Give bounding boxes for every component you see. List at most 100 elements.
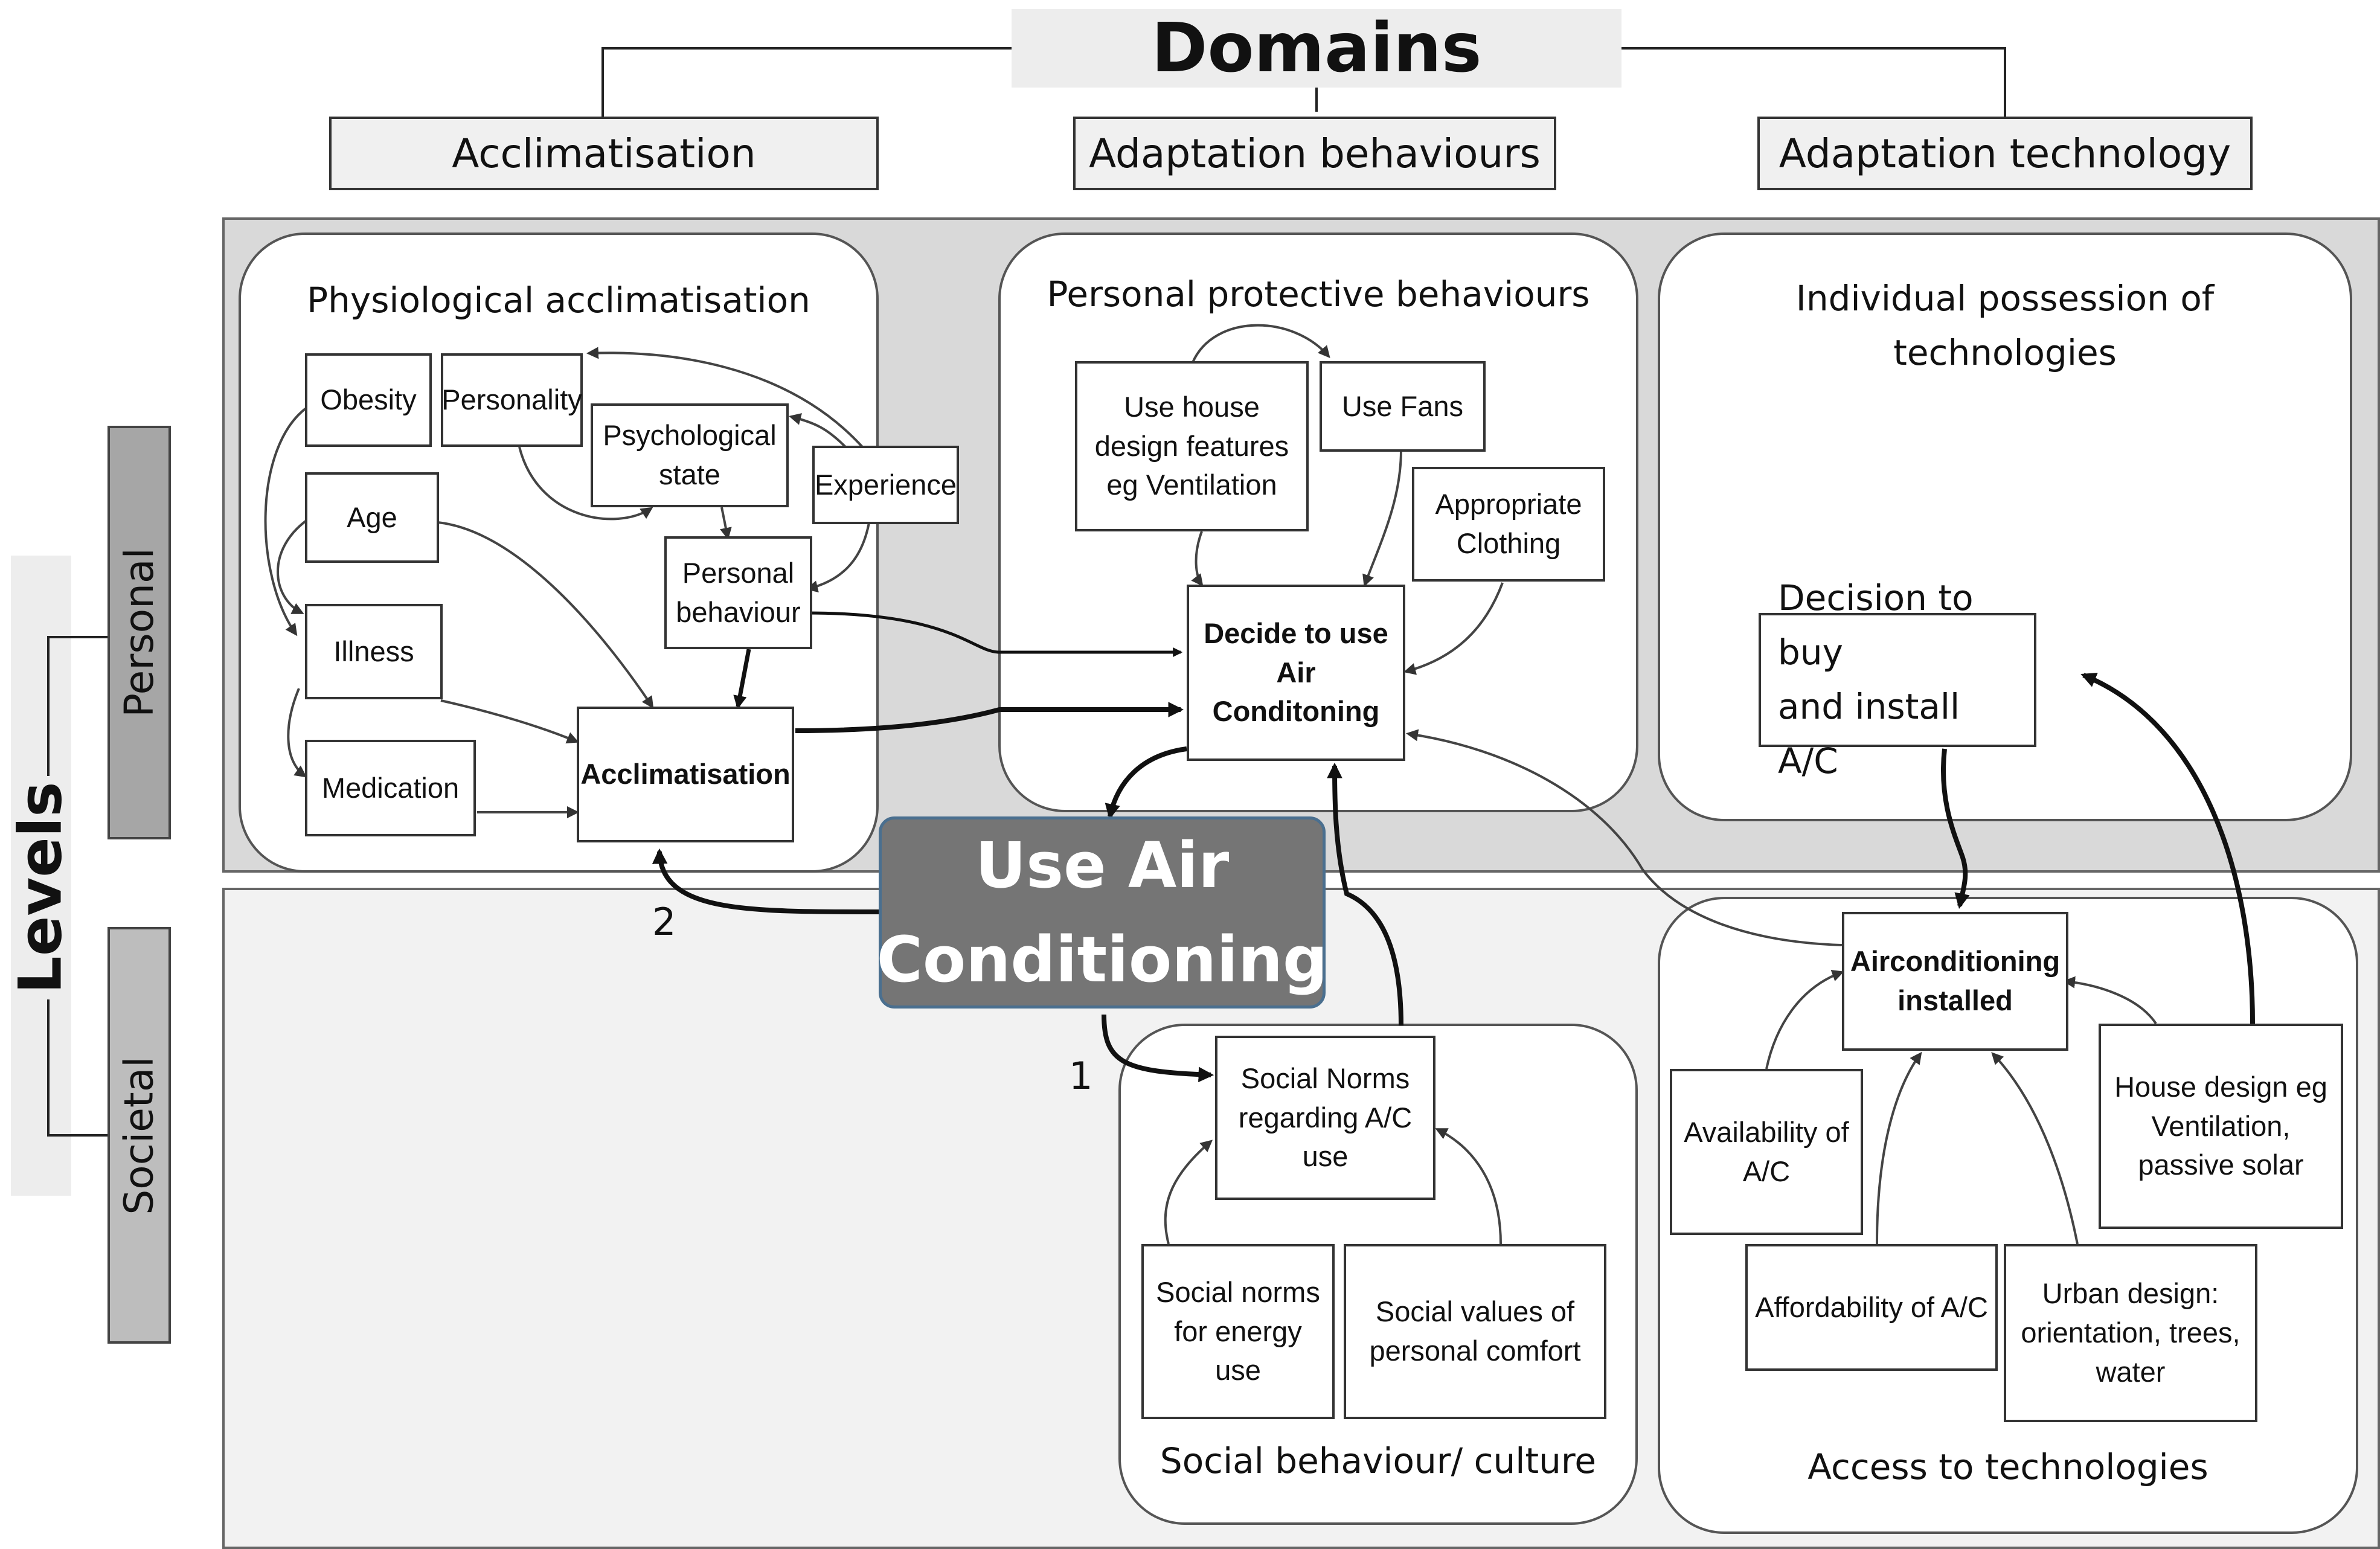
arrow-installed-decide (1406, 729, 1843, 946)
node-experience-label: Experience (814, 468, 957, 501)
node-medication-label: Medication (321, 771, 460, 804)
arrow-obesity-illness (264, 406, 308, 637)
domains-title: Domains (1151, 9, 1482, 88)
arrow-experience-personalbeh (806, 519, 871, 592)
arrow-age-acclim (437, 521, 654, 709)
node-age-label: Age (347, 501, 397, 533)
arrow-illness-acclim (440, 699, 579, 744)
physiological-thick-arrows (733, 649, 751, 710)
levels-bracket-bottom (47, 999, 107, 1137)
arrow-house-decide (1191, 531, 1204, 587)
levels-bracket (47, 636, 107, 1137)
arrow-personalbeh-acclim (733, 649, 751, 710)
node-acclimatisation-label: Acclimatisation (580, 758, 791, 791)
arrow-availability-installed (1765, 969, 1844, 1070)
node-affordability-ac-label: Affordability of A/C (1755, 1291, 1988, 1323)
arrow-normsenergy-norms (1164, 1140, 1213, 1245)
node-illness-label: Illness (333, 635, 414, 667)
node-use-fans-label: Use Fans (1341, 390, 1464, 422)
node-personality: Personality (441, 353, 583, 447)
node-use-fans: Use Fans (1320, 361, 1486, 452)
arrow-values-norms (1435, 1128, 1502, 1245)
panel-social-title: Social behaviour/ culture (1160, 1440, 1597, 1481)
arrow-norms-decide (1327, 762, 1403, 1026)
access-thin-arrows (1406, 729, 2157, 1245)
social-thin-arrows (1164, 1128, 1502, 1245)
societal-level-tab: Societal (107, 927, 171, 1344)
levels-backdrop (11, 556, 71, 1196)
personal-level-tab: Personal (107, 426, 171, 839)
arrow-psych-personalbeh (720, 507, 732, 540)
arrow-use-ac-norms (1102, 1014, 1214, 1083)
path-label-2: 2 (652, 900, 676, 944)
panel-possession-title-line1: Individual possession of (1795, 278, 2215, 319)
panel-protective-title: Personal protective behaviours (1047, 274, 1590, 315)
arrow-houseeg-installed (2063, 976, 2157, 1025)
arrow-acclim-decide (795, 702, 1184, 733)
node-medication: Medication (305, 740, 476, 836)
arrow-personality-psych (518, 446, 653, 521)
domain-acclimatisation-label: Acclimatisation (452, 130, 756, 177)
node-personality-label: Personality (441, 383, 582, 416)
levels-bracket-top (47, 636, 107, 776)
arrow-experience-psych (789, 413, 847, 448)
domain-acclimatisation: Acclimatisation (329, 117, 879, 190)
cross-panel-arrows (806, 611, 1183, 658)
arrow-experience-personality (586, 347, 864, 448)
bracket-right (1621, 47, 2006, 117)
physiological-thin-arrows (264, 347, 871, 818)
node-age: Age (305, 472, 439, 563)
node-acclimatisation: Acclimatisation (577, 707, 794, 842)
arrow-affordability-installed (1876, 1051, 1922, 1245)
domain-behaviours-label: Adaptation behaviours (1089, 130, 1541, 177)
domain-technology-label: Adaptation technology (1779, 130, 2231, 177)
arrow-illness-medication (287, 688, 307, 778)
panel-possession-title: Individual possession of technologies (1658, 272, 2352, 380)
arrow-clothing-decide (1403, 582, 1504, 675)
domains-title-box: Domains (1012, 9, 1621, 88)
domain-behaviours: Adaptation behaviours (1073, 117, 1556, 190)
bracket-left (601, 47, 1012, 117)
arrow-use-ac-acclim (652, 848, 879, 914)
node-obesity: Obesity (305, 353, 432, 447)
arrow-house-eg-decision (2080, 672, 2255, 1024)
arrow-urban-installed (1991, 1052, 2079, 1245)
arrow-personalbeh-decide (806, 611, 1183, 658)
node-illness: Illness (305, 604, 443, 699)
protective-thin-arrows (1191, 324, 1504, 675)
arrow-age-illness (277, 518, 309, 614)
path-label-1: 1 (1069, 1054, 1093, 1098)
panel-access-title: Access to technologies (1807, 1446, 2208, 1487)
node-experience: Experience (812, 446, 959, 524)
arrow-fans-decide (1362, 449, 1402, 587)
domain-technology: Adaptation technology (1757, 117, 2253, 190)
arrow-decision-installed (1940, 748, 1970, 909)
arrow-decide-use-ac (1105, 746, 1187, 820)
node-urban-design-label: Urban design:orientation, trees,water (2021, 1277, 2240, 1388)
panel-physiological-title: Physiological acclimatisation (307, 280, 810, 321)
